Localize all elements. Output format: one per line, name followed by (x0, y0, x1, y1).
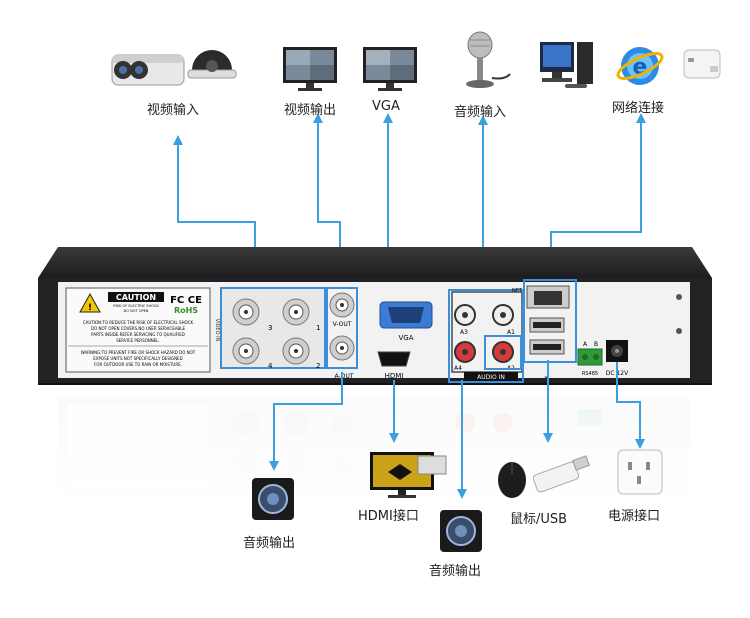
bnc-connector-3 (232, 298, 260, 326)
bullet-camera-icon (111, 54, 185, 86)
svg-text:PARTS INSIDE.REFER SERVICING T: PARTS INSIDE.REFER SERVICING TO QUALIFIE… (91, 332, 185, 337)
screw-hole-1 (676, 294, 682, 300)
label-network: 网络连接 (612, 101, 665, 116)
microphone-icon (466, 31, 511, 88)
label-hdmi: HDMI接口 (358, 509, 419, 524)
desktop-computer-icon (540, 42, 593, 88)
screw-hole-2 (676, 328, 682, 334)
label-audio-input: 音频输入 (454, 105, 507, 120)
rohs-mark: RoHS (174, 306, 198, 315)
rca-a1 (492, 304, 514, 326)
internet-globe-icon: e (616, 47, 664, 85)
svg-text:CAUTION:TO REDUCE THE RISK OF: CAUTION:TO REDUCE THE RISK OF ELECTRICAL… (83, 320, 194, 325)
svg-text:A: A (583, 341, 588, 348)
label-audio-output-left: 音频输出 (243, 536, 296, 551)
hdmi-port: HDMI (377, 351, 411, 380)
svg-text:2: 2 (316, 362, 320, 370)
svg-text:AUDIO IN: AUDIO IN (477, 374, 505, 381)
rs485-terminal: A B RS485 (577, 341, 603, 377)
svg-text:4: 4 (268, 362, 273, 370)
svg-text:SERVICE PERSONNEL.: SERVICE PERSONNEL. (116, 338, 160, 343)
svg-text:DO NOT OPEN COVERS.NO USER SER: DO NOT OPEN COVERS.NO USER SERVICEABLE (91, 326, 185, 331)
net-usb-group: NET ⌁ (512, 279, 577, 383)
bnc-connector-1 (282, 298, 310, 326)
svg-text:A4: A4 (454, 365, 462, 372)
svg-text:EXPOSE UNITS NOT SPECIFICALLY: EXPOSE UNITS NOT SPECIFICALLY DESIGNED (93, 356, 183, 361)
svg-text:VIDEO IN: VIDEO IN (214, 319, 220, 342)
svg-text:1: 1 (316, 324, 320, 332)
svg-text:WARNING:TO PREVENT FIRE OR SHO: WARNING:TO PREVENT FIRE OR SHOCK HAZARD … (81, 350, 196, 355)
label-power: 电源接口 (608, 509, 661, 524)
svg-text:RISK OF ELECTRIC SHOCK: RISK OF ELECTRIC SHOCK (113, 304, 159, 308)
fc-ce-mark: FC CE (170, 295, 202, 306)
connection-lines-bottom (269, 360, 645, 499)
video-audio-out-group: V-OUT A-OUT (326, 287, 358, 380)
v-out-label: V-OUT (333, 321, 352, 328)
monitor-video-out-icon (283, 47, 337, 91)
hdmi-monitor-icon (370, 452, 447, 498)
svg-text:A3: A3 (460, 329, 468, 336)
bnc-connector-4 (232, 337, 260, 365)
svg-text:RS485: RS485 (582, 371, 598, 377)
monitor-vga-icon (363, 47, 417, 91)
label-video-output: 视频输出 (284, 103, 337, 118)
label-audio-output-middle: 音频输出 (429, 564, 482, 579)
speaker-icon-left (252, 478, 294, 520)
label-mouse-usb: 鼠标/USB (510, 512, 568, 527)
vga-port: VGA (379, 301, 433, 342)
rca-a3 (454, 304, 476, 326)
video-in-bnc-group: VIDEO IN 3 1 4 2 (214, 287, 326, 370)
svg-text:NET: NET (512, 288, 523, 294)
bnc-connector-2 (282, 337, 310, 365)
svg-text:FOR OUTDOOR USE TO RAIN OR MOI: FOR OUTDOOR USE TO RAIN OR MOISTURE. (94, 362, 182, 367)
speaker-icon-middle (440, 510, 482, 552)
rca-a4 (454, 341, 476, 363)
caution-label: ! CAUTION RISK OF ELECTRIC SHOCK DO NOT … (65, 287, 211, 373)
label-video-input: 视频输入 (147, 103, 200, 118)
svg-text:3: 3 (268, 324, 272, 332)
audio-in-group: A3 A1 A4 A2 AUDIO IN (451, 291, 523, 381)
mouse-icon (498, 462, 526, 498)
label-vga: VGA (372, 99, 400, 114)
svg-text:VGA: VGA (398, 334, 413, 342)
svg-text:HDMI: HDMI (385, 372, 404, 380)
power-outlet-icon (617, 449, 663, 495)
svg-text:A1: A1 (507, 329, 515, 336)
svg-text:B: B (594, 341, 598, 348)
rca-a2 (492, 341, 514, 363)
caution-title: CAUTION (116, 293, 156, 302)
svg-text:!: ! (88, 303, 92, 313)
usb-flash-drive-icon (532, 455, 590, 493)
router-icon (683, 49, 721, 79)
svg-text:DO NOT OPEN: DO NOT OPEN (124, 309, 149, 313)
a-out-label: A-OUT (334, 373, 353, 380)
dome-camera-icon (187, 50, 237, 79)
